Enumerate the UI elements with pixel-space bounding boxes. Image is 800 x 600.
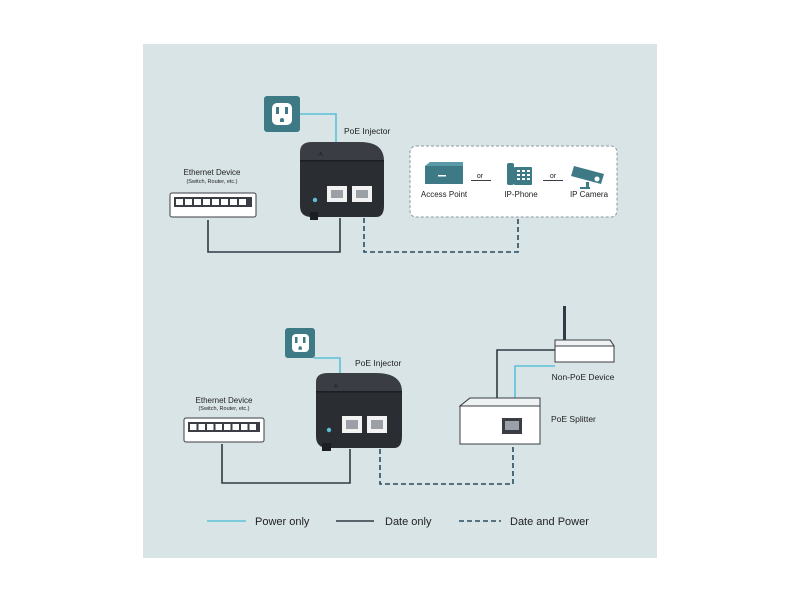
- ethernet-label-top: Ethernet Device: [184, 168, 241, 177]
- ethernet-switch-top: [169, 192, 257, 218]
- svg-text:ᗑ: ᗑ: [318, 151, 324, 158]
- power-line-bottom: [314, 357, 341, 374]
- non-poe-label: Non-PoE Device: [552, 372, 615, 382]
- ip-camera-icon: [571, 166, 604, 189]
- data-line-top: [207, 218, 341, 253]
- poe-injector-bottom: ᗑ: [316, 373, 402, 451]
- poe-splitter-label: PoE Splitter: [551, 414, 596, 424]
- non-poe-device-icon: [554, 306, 615, 363]
- ip-phone-icon: [507, 163, 532, 185]
- power-outlet-icon: [264, 96, 300, 132]
- power-line-top: [300, 113, 337, 143]
- legend: Power only Date only Date and Power: [207, 516, 589, 528]
- data-power-line-top: [363, 218, 519, 253]
- legend-data-power-label: Date and Power: [510, 516, 589, 528]
- or-label-2: or: [550, 173, 557, 180]
- diagram-panel: [143, 44, 657, 558]
- access-point-icon: [425, 162, 463, 184]
- or-label-1: or: [477, 173, 484, 180]
- ethernet-sub-top: (Switch, Router, etc.): [186, 179, 237, 185]
- status-led-bottom: [326, 427, 332, 433]
- data-line-bottom: [221, 444, 351, 484]
- ethernet-label-bottom: Ethernet Device: [196, 396, 253, 405]
- poe-splitter-icon: [458, 397, 541, 445]
- ip-camera-label: IP Camera: [570, 190, 609, 199]
- data-line-splitter: [496, 349, 555, 400]
- injector-label-bottom: PoE Injector: [355, 358, 401, 368]
- legend-power-label: Power only: [255, 516, 310, 528]
- ethernet-sub-bottom: (Switch, Router, etc.): [198, 406, 249, 412]
- data-power-line-bottom: [379, 445, 514, 485]
- injector-label-top: PoE Injector: [344, 126, 390, 136]
- ip-phone-label: IP-Phone: [504, 190, 538, 199]
- ethernet-switch-bottom: [183, 417, 265, 443]
- access-point-label: Access Point: [421, 190, 468, 199]
- power-outlet-icon: [285, 328, 315, 358]
- power-line-splitter: [514, 365, 555, 400]
- legend-data-label: Date only: [385, 516, 432, 528]
- svg-text:ᗑ: ᗑ: [333, 383, 339, 390]
- status-led-top: [312, 197, 318, 203]
- poe-injector-top: ᗑ: [300, 142, 384, 220]
